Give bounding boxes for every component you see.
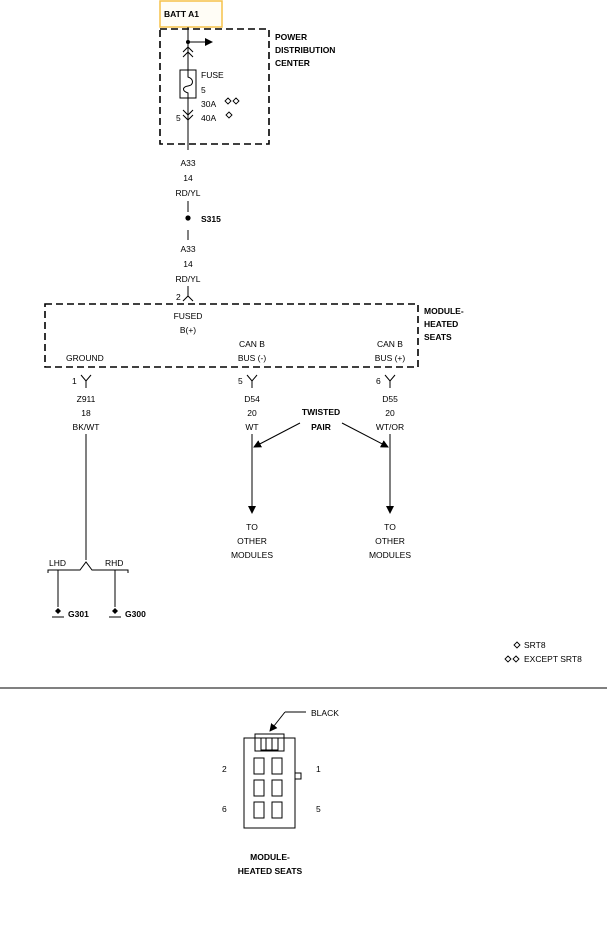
pdc-title-line-1: POWER xyxy=(275,32,307,42)
a33-top-color: RD/YL xyxy=(175,188,200,198)
female-terminal-symbol xyxy=(182,46,194,58)
batt-a1-source: BATT A1 xyxy=(159,0,223,28)
a33-bottom-gauge: 14 xyxy=(183,259,193,269)
twisted-pair-arrow-left xyxy=(253,422,301,448)
fused-label-line-1: FUSED xyxy=(174,311,203,321)
a33-bottom-color: RD/YL xyxy=(175,274,200,284)
legend-single-diamond-icon xyxy=(513,641,521,649)
legend-except-srt8: EXCEPT SRT8 xyxy=(524,654,582,664)
destination-minus-line-1: TO xyxy=(246,522,258,532)
connector-pin-5-label: 5 xyxy=(316,804,321,814)
destination-plus-line-2: OTHER xyxy=(375,536,405,546)
pin-5-terminal-symbol xyxy=(246,374,258,388)
male-terminal-symbol xyxy=(182,109,194,121)
ground-marker-icon xyxy=(112,608,118,614)
power-distribution-center: POWER DISTRIBUTION CENTER FUSE 5 30A 40A… xyxy=(159,27,335,150)
can-plus-line-2: BUS (+) xyxy=(375,353,406,363)
pdc-title-line-3: CENTER xyxy=(275,58,310,68)
connector-callout-label: BLACK xyxy=(311,708,339,718)
connector-title-line-2: HEATED SEATS xyxy=(238,866,303,876)
twisted-pair-arrow-right xyxy=(341,422,389,448)
twisted-pair-line-2: PAIR xyxy=(311,422,331,432)
heated-seat-module: MODULE- HEATED SEATS FUSED B(+) GROUND C… xyxy=(44,303,464,368)
z911-color: BK/WT xyxy=(73,422,100,432)
branch-line xyxy=(47,561,129,573)
a33-top-gauge: 14 xyxy=(183,173,193,183)
lhd-rhd-branch: LHD RHD G301 G300 xyxy=(47,558,146,619)
d54-circuit: D54 xyxy=(244,394,260,404)
d55-gauge: 20 xyxy=(385,408,395,418)
pin-cavity xyxy=(253,801,265,819)
ground-label: GROUND xyxy=(66,353,104,363)
d54-gauge: 20 xyxy=(247,408,257,418)
pdc-outline xyxy=(159,28,270,145)
callout-leader-arrow xyxy=(269,711,286,732)
pin-cavity xyxy=(253,779,265,797)
z911-circuit: Z911 xyxy=(77,394,96,404)
lhd-label: LHD xyxy=(49,558,66,568)
pin-cavity xyxy=(253,757,265,775)
destination-plus-line-3: MODULES xyxy=(369,550,411,560)
d55-circuit: D55 xyxy=(382,394,398,404)
fuse-label: FUSE xyxy=(201,70,224,80)
fuse-element-icon xyxy=(183,70,193,98)
legend-double-diamond-icon xyxy=(504,655,520,663)
can-plus-pin-number: 6 xyxy=(376,376,381,386)
fuse-rating-except: 40A xyxy=(201,113,216,123)
pin-cavity xyxy=(271,801,283,819)
ground-marker-icon xyxy=(55,608,61,614)
pin-6-terminal-symbol xyxy=(384,374,396,388)
rhd-label: RHD xyxy=(105,558,123,568)
destination-minus-line-2: OTHER xyxy=(237,536,267,546)
lhd-ground-label: G301 xyxy=(68,609,89,619)
connector-key xyxy=(294,772,302,780)
ground-pin-number: 1 xyxy=(72,376,77,386)
d55-color: WT/OR xyxy=(376,422,404,432)
fuse-rating-srt8: 30A xyxy=(201,99,216,109)
connector-title-line-1: MODULE- xyxy=(250,852,290,862)
connector-pin-1-label: 1 xyxy=(316,764,321,774)
double-diamond-icon xyxy=(224,97,240,105)
splice-dot xyxy=(185,215,191,221)
batt-a1-label: BATT A1 xyxy=(164,9,199,19)
can-minus-line-2: BUS (-) xyxy=(238,353,267,363)
fused-pin-number: 2 xyxy=(176,292,181,302)
pin-1-terminal-symbol xyxy=(80,374,92,388)
pin-cavity xyxy=(271,757,283,775)
destination-minus-line-3: MODULES xyxy=(231,550,273,560)
can-minus-line-1: CAN B xyxy=(239,339,265,349)
pin-cavity xyxy=(271,779,283,797)
legend-srt8: SRT8 xyxy=(524,640,546,650)
rhd-ground-label: G300 xyxy=(125,609,146,619)
fuse-number: 5 xyxy=(201,85,206,95)
destination-plus-line-1: TO xyxy=(384,522,396,532)
splice-label: S315 xyxy=(201,214,221,224)
fused-label-line-2: B(+) xyxy=(180,325,196,335)
can-plus-line-1: CAN B xyxy=(377,339,403,349)
connector-latch-inner xyxy=(260,737,279,751)
pdc-cavity-number: 5 xyxy=(176,113,181,123)
connector-pin-6-label: 6 xyxy=(222,804,227,814)
single-diamond-icon xyxy=(225,111,233,119)
module-title-line-1: MODULE- xyxy=(424,306,464,316)
module-title-line-2: HEATED xyxy=(424,319,458,329)
pdc-title-line-2: DISTRIBUTION xyxy=(275,45,335,55)
module-title-line-3: SEATS xyxy=(424,332,452,342)
connector-latch xyxy=(254,733,285,752)
twisted-pair-line-1: TWISTED xyxy=(302,407,340,417)
module-outline xyxy=(44,303,419,368)
a33-top-circuit: A33 xyxy=(180,158,195,168)
can-minus-pin-number: 5 xyxy=(238,376,243,386)
connector-view: BLACK 2 1 6 5 MODULE- HEATED SEATS xyxy=(222,708,339,876)
pin-2-terminal-symbol xyxy=(182,295,194,302)
batt-a1-box xyxy=(159,0,223,28)
d54-color: WT xyxy=(245,422,258,432)
a33-bottom-circuit: A33 xyxy=(180,244,195,254)
legend: SRT8 EXCEPT SRT8 xyxy=(504,640,582,664)
z911-gauge: 18 xyxy=(81,408,91,418)
connector-pin-2-label: 2 xyxy=(222,764,227,774)
